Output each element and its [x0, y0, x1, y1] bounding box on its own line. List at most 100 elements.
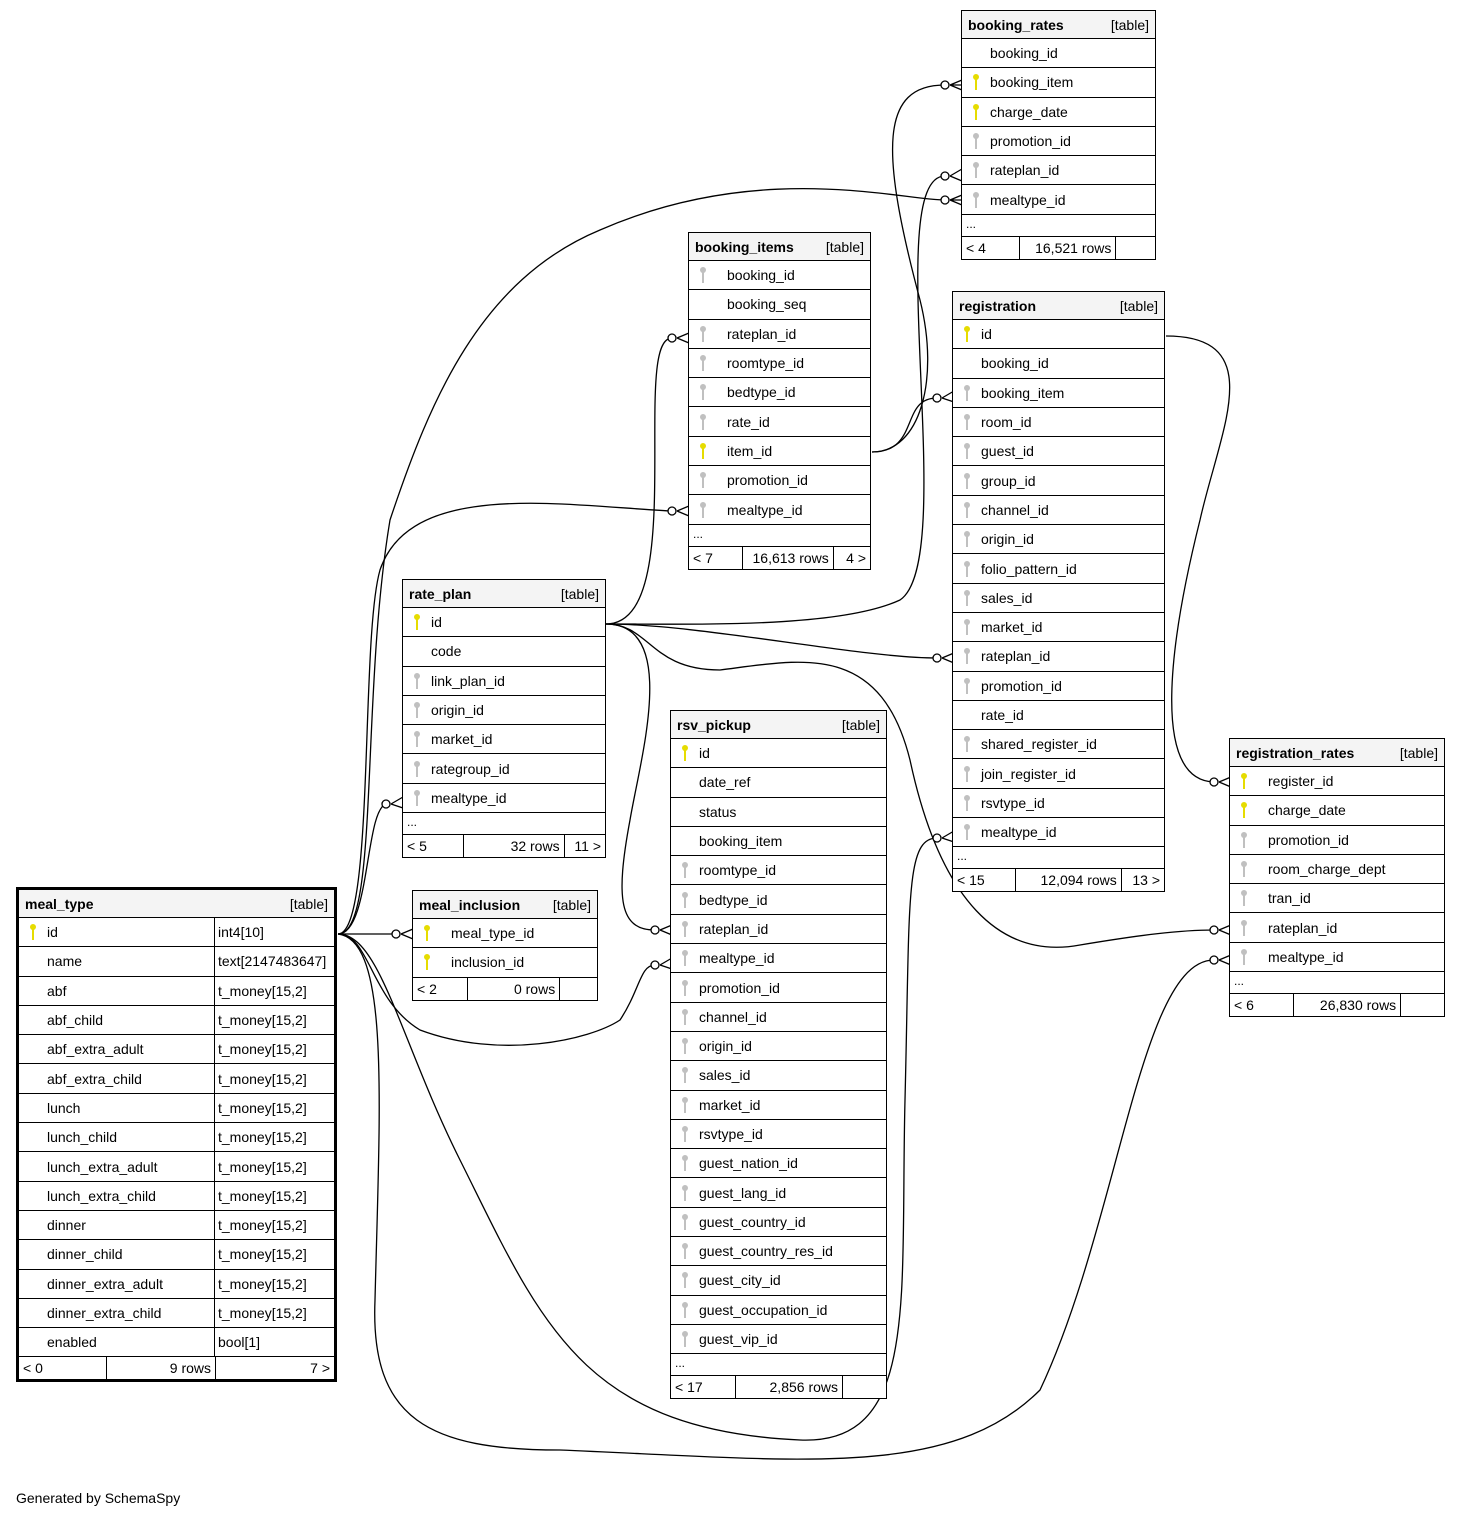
- column-row[interactable]: guest_nation_id: [671, 1149, 886, 1179]
- column-row[interactable]: meal_type_id: [413, 919, 597, 949]
- column-row[interactable]: booking_item: [671, 827, 886, 857]
- column-name[interactable]: abf_extra_child: [47, 1070, 142, 1087]
- column-name[interactable]: shared_register_id: [981, 736, 1097, 753]
- table-name[interactable]: meal_inclusion: [419, 896, 521, 913]
- column-row[interactable]: rate_id: [689, 407, 870, 437]
- column-name[interactable]: booking_id: [990, 45, 1058, 62]
- column-row[interactable]: item_id: [689, 437, 870, 467]
- column-row[interactable]: promotion_id: [953, 672, 1164, 701]
- column-name[interactable]: origin_id: [699, 1038, 752, 1055]
- column-row[interactable]: promotion_id: [671, 973, 886, 1003]
- column-name[interactable]: charge_date: [990, 103, 1068, 120]
- column-row[interactable]: room_id: [953, 408, 1164, 438]
- column-name[interactable]: guest_occupation_id: [699, 1301, 828, 1318]
- column-name[interactable]: room_id: [981, 414, 1032, 431]
- table-name[interactable]: rsv_pickup: [677, 716, 751, 733]
- table-name[interactable]: rate_plan: [409, 585, 472, 602]
- column-name[interactable]: dinner_extra_child: [47, 1305, 162, 1321]
- column-row[interactable]: guest_country_id: [671, 1208, 886, 1238]
- column-name[interactable]: register_id: [1268, 773, 1334, 790]
- column-name[interactable]: market_id: [981, 619, 1043, 636]
- column-row[interactable]: rate_id: [953, 701, 1164, 731]
- column-row[interactable]: mealtype_id: [403, 784, 605, 814]
- column-row[interactable]: channel_id: [953, 496, 1164, 526]
- column-name[interactable]: date_ref: [699, 774, 751, 791]
- column-name[interactable]: dinner_child: [47, 1246, 123, 1263]
- column-row[interactable]: guest_id: [953, 437, 1164, 467]
- column-row[interactable]: booking_id: [689, 261, 870, 291]
- column-name[interactable]: mealtype_id: [1268, 948, 1344, 965]
- column-row[interactable]: tran_id: [1230, 884, 1444, 914]
- parent-count[interactable]: < 2: [413, 977, 469, 1000]
- table-name[interactable]: registration_rates: [1236, 744, 1355, 761]
- column-row[interactable]: bedtype_id: [689, 378, 870, 408]
- column-row[interactable]: link_plan_id: [403, 667, 605, 696]
- column-name[interactable]: booking_id: [727, 267, 795, 284]
- table-header[interactable]: booking_items[table]: [689, 233, 870, 261]
- column-name[interactable]: id: [431, 614, 442, 631]
- column-row[interactable]: booking_item: [962, 68, 1155, 98]
- column-row[interactable]: guest_country_res_id: [671, 1237, 886, 1267]
- column-row[interactable]: group_id: [953, 466, 1164, 496]
- column-name[interactable]: bedtype_id: [699, 891, 768, 908]
- column-name[interactable]: item_id: [727, 442, 773, 459]
- column-name[interactable]: rateplan_id: [981, 648, 1051, 665]
- column-row[interactable]: guest_lang_id: [671, 1178, 886, 1208]
- table-name[interactable]: meal_type: [25, 895, 94, 912]
- column-row[interactable]: roomtype_id: [689, 349, 870, 379]
- column-row[interactable]: id: [671, 739, 886, 769]
- table-header[interactable]: rate_plan[table]: [403, 580, 605, 608]
- column-name[interactable]: rate_id: [981, 707, 1024, 723]
- column-row[interactable]: rsvtype_id: [671, 1120, 886, 1150]
- column-row[interactable]: origin_id: [403, 696, 605, 726]
- column-row[interactable]: mealtype_id: [962, 185, 1155, 215]
- table-header[interactable]: registration[table]: [953, 292, 1164, 320]
- column-row[interactable]: guest_city_id: [671, 1266, 886, 1296]
- column-name[interactable]: id: [699, 745, 710, 762]
- column-name[interactable]: enabled: [47, 1334, 97, 1351]
- column-name[interactable]: mealtype_id: [981, 824, 1057, 841]
- column-row[interactable]: promotion_id: [962, 127, 1155, 157]
- column-name[interactable]: promotion_id: [1268, 831, 1349, 848]
- table-header[interactable]: registration_rates[table]: [1230, 739, 1444, 767]
- table-name[interactable]: registration: [959, 297, 1037, 314]
- column-row[interactable]: status: [671, 798, 886, 827]
- column-row[interactable]: rategroup_id: [403, 754, 605, 784]
- column-name[interactable]: rateplan_id: [1268, 919, 1338, 936]
- column-name[interactable]: lunch_extra_adult: [47, 1158, 158, 1175]
- column-row[interactable]: rateplan_id: [689, 320, 870, 349]
- column-row[interactable]: promotion_id: [1230, 826, 1444, 855]
- table-header[interactable]: meal_type[table]: [19, 890, 334, 918]
- column-name[interactable]: mealtype_id: [431, 789, 507, 806]
- table-header[interactable]: meal_inclusion[table]: [413, 891, 597, 919]
- parent-count[interactable]: < 6: [1230, 994, 1295, 1017]
- column-name[interactable]: rsvtype_id: [699, 1126, 763, 1142]
- column-name[interactable]: abf_extra_adult: [47, 1041, 144, 1058]
- column-row[interactable]: sales_id: [671, 1061, 886, 1091]
- column-row[interactable]: mealtype_id: [953, 818, 1164, 848]
- column-name[interactable]: inclusion_id: [451, 954, 525, 971]
- column-name[interactable]: group_id: [981, 472, 1036, 489]
- column-name[interactable]: guest_country_res_id: [699, 1243, 833, 1260]
- column-name[interactable]: mealtype_id: [727, 501, 803, 518]
- column-name[interactable]: rateplan_id: [699, 920, 769, 937]
- column-name[interactable]: guest_vip_id: [699, 1331, 778, 1348]
- column-row[interactable]: rateplan_id: [1230, 913, 1444, 943]
- child-count[interactable]: 4 >: [846, 549, 866, 566]
- column-name[interactable]: rateplan_id: [990, 162, 1060, 179]
- column-row[interactable]: mealtype_id: [671, 944, 886, 974]
- column-name[interactable]: abf: [47, 982, 67, 999]
- column-name[interactable]: lunch: [47, 1099, 81, 1116]
- column-name[interactable]: meal_type_id: [451, 925, 535, 942]
- child-count[interactable]: [843, 1376, 886, 1398]
- column-row[interactable]: mealtype_id: [1230, 943, 1444, 973]
